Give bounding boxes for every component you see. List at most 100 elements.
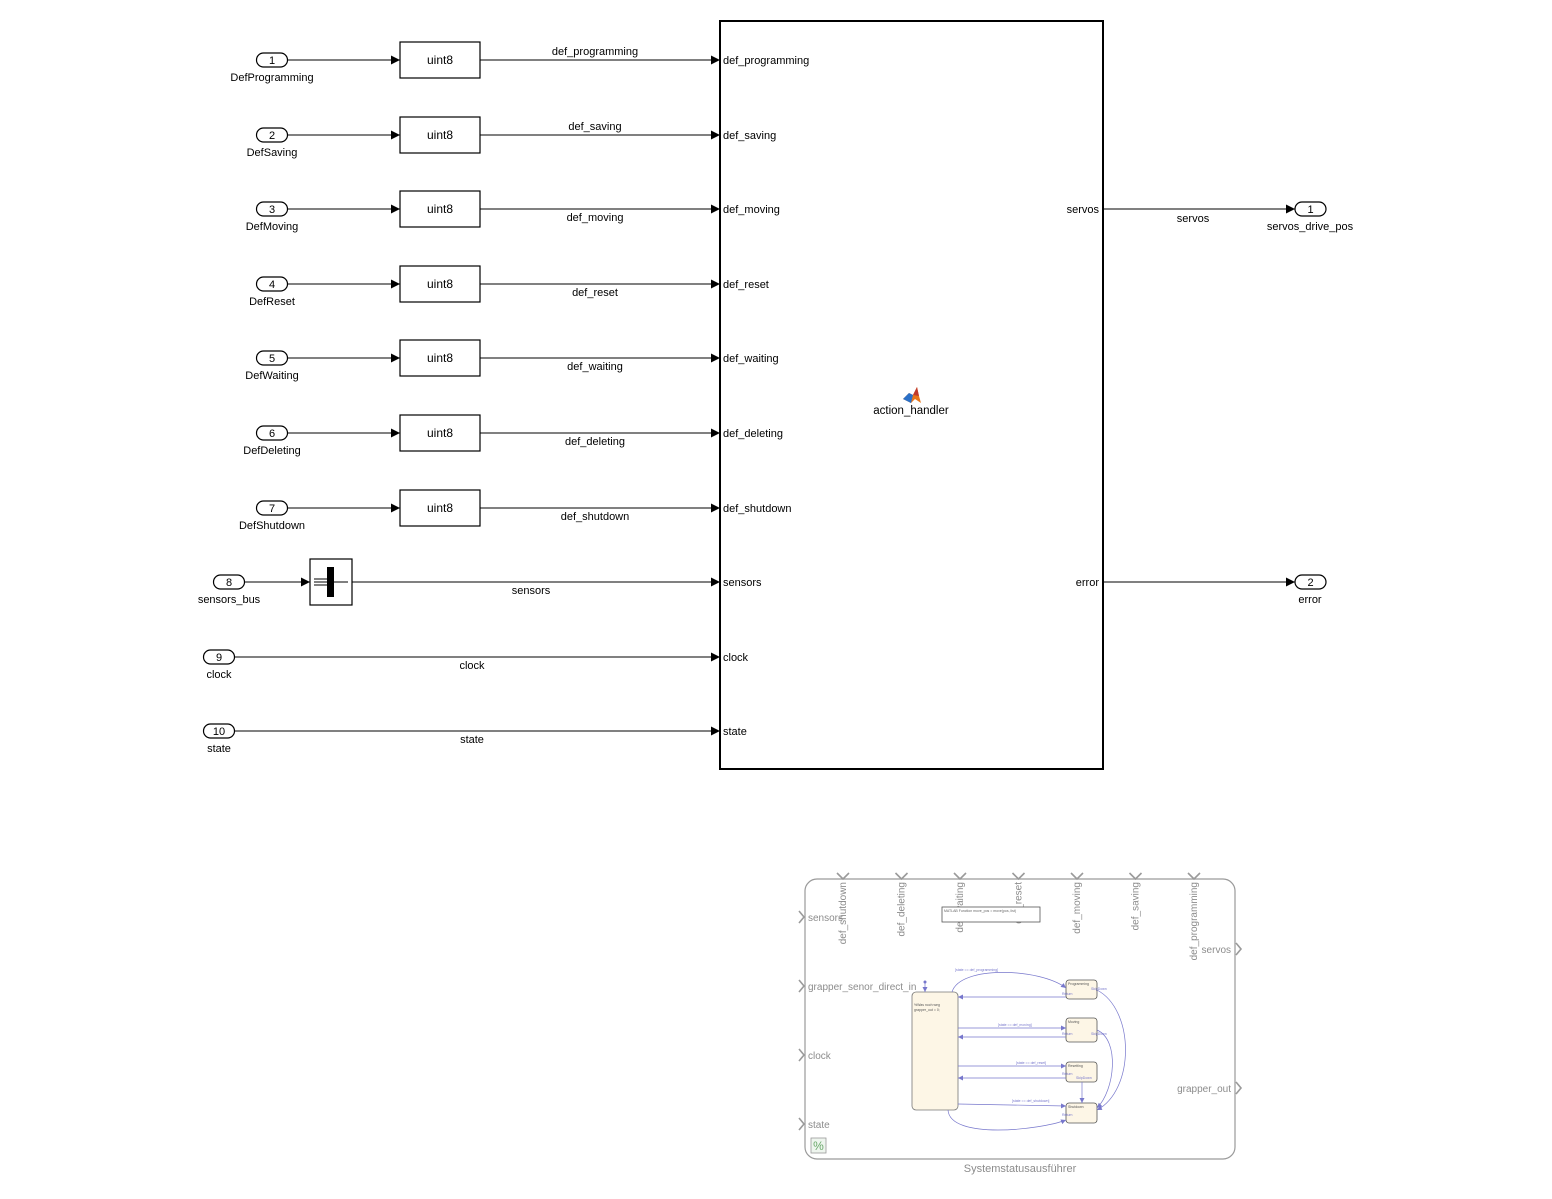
data-type-conversion-block[interactable]: uint8	[399, 41, 481, 79]
signal-label: def_deleting	[565, 436, 625, 448]
svg-text:Return: Return	[1062, 1113, 1073, 1117]
outport-servos-drive-pos[interactable]: 1 servos_drive_pos	[1267, 201, 1354, 233]
inport-name: clock	[206, 669, 232, 681]
svg-text:SkipDown: SkipDown	[1091, 987, 1107, 991]
input-label-def_reset: def_reset	[723, 279, 769, 291]
signal-label: def_saving	[568, 121, 621, 133]
inport-number: 8	[226, 577, 232, 589]
signal-label: def_shutdown	[561, 511, 630, 523]
inport-state[interactable]: 10 state	[202, 723, 236, 755]
svg-text:state: state	[808, 1120, 830, 1131]
inport-name: DefReset	[249, 296, 295, 308]
inport-number: 3	[269, 204, 275, 216]
data-type-conversion-block[interactable]: uint8	[399, 116, 481, 154]
servos-wire[interactable]: servos	[1103, 204, 1295, 225]
input-label-state: state	[723, 726, 747, 738]
chart-input-def_programming: def_programming	[1187, 872, 1201, 960]
chart-input-def_shutdown: def_shutdown	[836, 872, 850, 944]
svg-text:Shutdown: Shutdown	[1068, 1105, 1084, 1109]
svg-text:%: %	[813, 1139, 824, 1153]
conversion-label: uint8	[427, 277, 453, 291]
chart-input-def_moving: def_moving	[1070, 872, 1084, 934]
svg-text:def_deleting: def_deleting	[897, 882, 908, 937]
inport-name: DefMoving	[246, 221, 299, 233]
inport-name: DefShutdown	[239, 520, 305, 532]
conversion-label: uint8	[427, 53, 453, 67]
chart-output-servos: servos	[1202, 942, 1243, 956]
output-label-servos: servos	[1067, 204, 1100, 216]
outport-number: 1	[1307, 204, 1313, 216]
svg-text:Resetting: Resetting	[1068, 1064, 1083, 1068]
inport-sensors_bus[interactable]: 8 sensors_bus	[198, 574, 261, 606]
svg-text:grapper_out: grapper_out	[1177, 1084, 1231, 1095]
bus-selector-block[interactable]	[309, 558, 353, 606]
inport-row-8: 8 sensors_bus sensors	[198, 558, 720, 606]
init-state	[911, 991, 959, 1111]
inport-number: 10	[213, 726, 225, 738]
inport-name: DefDeleting	[243, 445, 300, 457]
inport-number: 5	[269, 353, 275, 365]
input-label-def_saving: def_saving	[723, 130, 776, 142]
data-type-conversion-block[interactable]: uint8	[399, 489, 481, 527]
conversion-label: uint8	[427, 501, 453, 515]
svg-text:def_reset: def_reset	[1014, 882, 1025, 924]
input-label-def_programming: def_programming	[723, 55, 809, 67]
svg-text:def_programming: def_programming	[1189, 882, 1200, 960]
action-handler-title: action_handler	[873, 405, 949, 417]
conversion-label: uint8	[427, 426, 453, 440]
svg-text:[state == def_shutdown]: [state == def_shutdown]	[1012, 1099, 1049, 1103]
servos-signal-label: servos	[1177, 213, 1210, 225]
conversion-label: uint8	[427, 351, 453, 365]
conversion-label: uint8	[427, 128, 453, 142]
svg-text:def_saving: def_saving	[1131, 882, 1142, 930]
systemstatusausfuehrer-chart-block[interactable]: def_shutdowndef_deletingdef_waitingdef_r…	[798, 872, 1243, 1175]
input-label-def_deleting: def_deleting	[723, 428, 783, 440]
svg-text:SkipDown: SkipDown	[1076, 1076, 1092, 1080]
inport-name: sensors_bus	[198, 594, 261, 606]
signal-label: def_waiting	[567, 361, 623, 373]
state-programming	[1065, 979, 1098, 1000]
inport-rows: 1DefProgramminguint8def_programming2DefS…	[198, 41, 720, 755]
chart-input-sensors: sensors	[798, 910, 843, 924]
chart-input-state: state	[798, 1117, 830, 1131]
svg-text:Return: Return	[1062, 1032, 1073, 1036]
inport-number: 4	[269, 279, 275, 291]
signal-label: sensors	[512, 585, 551, 597]
data-type-conversion-block[interactable]: uint8	[399, 265, 481, 303]
outport-error[interactable]: 2 error	[1294, 574, 1327, 606]
state-shutdown	[1065, 1102, 1098, 1124]
input-label-sensors: sensors	[723, 577, 762, 589]
svg-text:[state == def_programming]: [state == def_programming]	[955, 968, 998, 972]
signal-label: def_moving	[567, 212, 624, 224]
state-resetting	[1065, 1061, 1098, 1083]
inport-name: DefSaving	[247, 147, 298, 159]
inport-number: 7	[269, 503, 275, 515]
action-handler-block[interactable]: def_programming def_saving def_moving def_r…	[719, 20, 1104, 770]
chart-output-grapper-out: grapper_out	[1177, 1081, 1243, 1095]
input-label-def_moving: def_moving	[723, 204, 780, 216]
outport-name: servos_drive_pos	[1267, 221, 1354, 233]
data-type-conversion-block[interactable]: uint8	[399, 414, 481, 452]
svg-text:%Was noch weg: %Was noch weg	[914, 1003, 940, 1007]
inport-name: state	[207, 743, 231, 755]
inport-number: 1	[269, 55, 275, 67]
chart-input-def_reset: def_reset	[1011, 872, 1026, 924]
chart-input-grapper_senor_direct_in: grapper_senor_direct_in	[798, 979, 916, 993]
conversion-label: uint8	[427, 202, 453, 216]
signal-label: clock	[459, 660, 485, 672]
data-type-conversion-block[interactable]: uint8	[399, 339, 481, 377]
data-type-conversion-block[interactable]: uint8	[399, 190, 481, 228]
chart-input-def_deleting: def_deleting	[894, 872, 909, 937]
svg-text:def_shutdown: def_shutdown	[838, 882, 849, 944]
